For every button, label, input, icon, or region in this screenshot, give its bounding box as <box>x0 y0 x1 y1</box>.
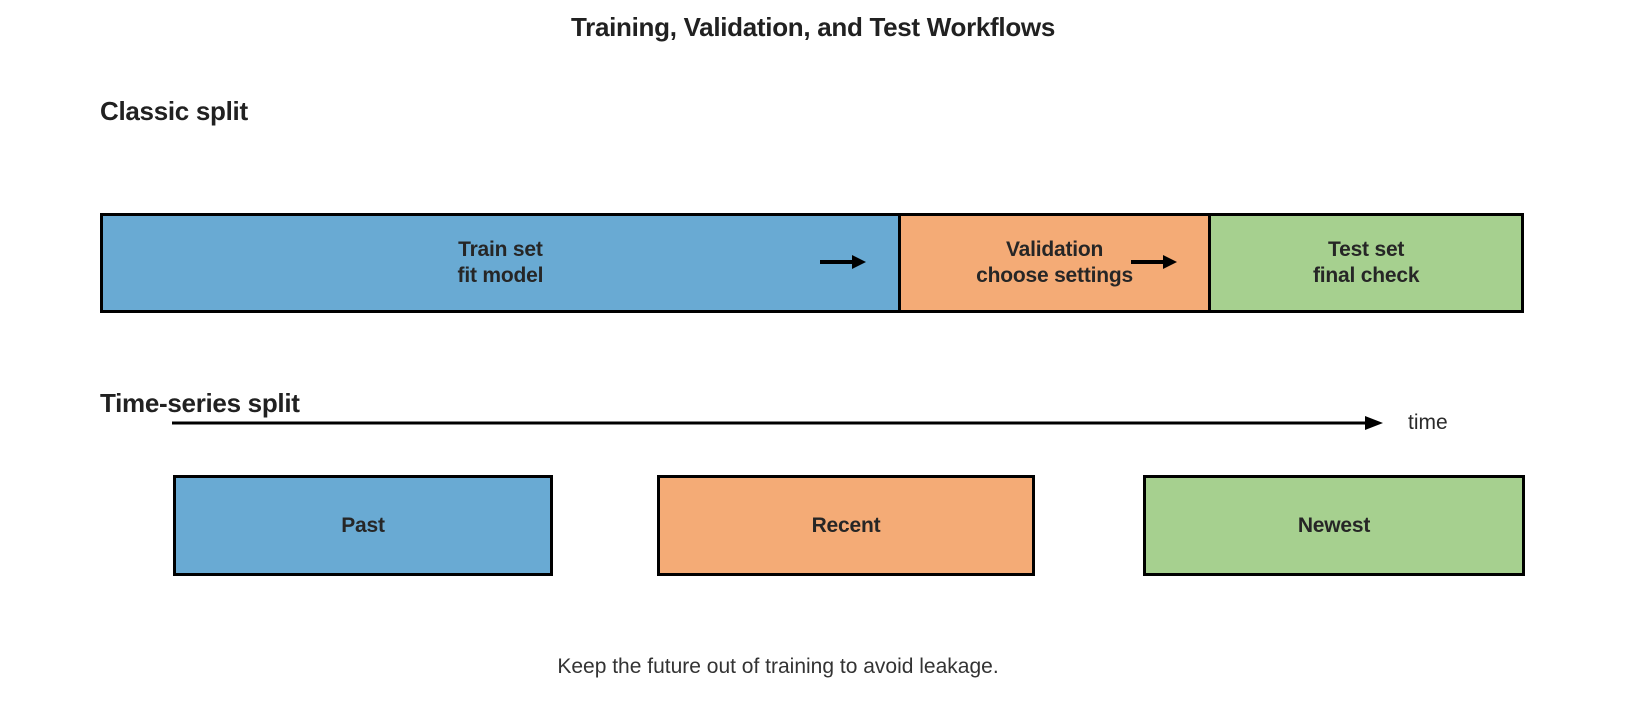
train-to-validation-arrow-icon <box>820 255 866 269</box>
validation-label-line1: Validation <box>1005 238 1104 261</box>
validation-label: Validation choose settings <box>976 237 1133 289</box>
past-box: Past <box>173 475 553 576</box>
train-set-segment: Train set fit model <box>103 216 898 310</box>
newest-box: Newest <box>1143 475 1525 576</box>
recent-box-label: Recent <box>811 513 881 537</box>
recent-box: Recent <box>657 475 1035 576</box>
diagram-title: Training, Validation, and Test Workflows <box>571 12 1055 42</box>
validation-to-test-arrow-icon <box>1131 255 1177 269</box>
time-axis-arrow-icon <box>172 416 1383 430</box>
classic-split-bar: Train set fit model Validation choose se… <box>100 213 1524 313</box>
validation-label-line2: choose settings <box>976 264 1133 287</box>
test-set-label: Test set final check <box>1312 237 1420 289</box>
test-set-label-line2: final check <box>1312 264 1420 287</box>
test-set-segment: Test set final check <box>1208 216 1521 310</box>
past-box-label: Past <box>341 513 385 537</box>
test-set-label-line1: Test set <box>1328 238 1405 261</box>
train-set-label-line2: fit model <box>457 264 544 287</box>
diagram-caption: Keep the future out of training to avoid… <box>557 655 999 678</box>
classic-split-heading: Classic split <box>100 96 248 126</box>
newest-box-label: Newest <box>1297 513 1371 537</box>
time-axis-label: time <box>1408 411 1448 434</box>
time-series-split-heading: Time-series split <box>100 388 300 418</box>
train-set-label: Train set fit model <box>458 237 544 289</box>
train-set-label-line1: Train set <box>458 238 543 261</box>
